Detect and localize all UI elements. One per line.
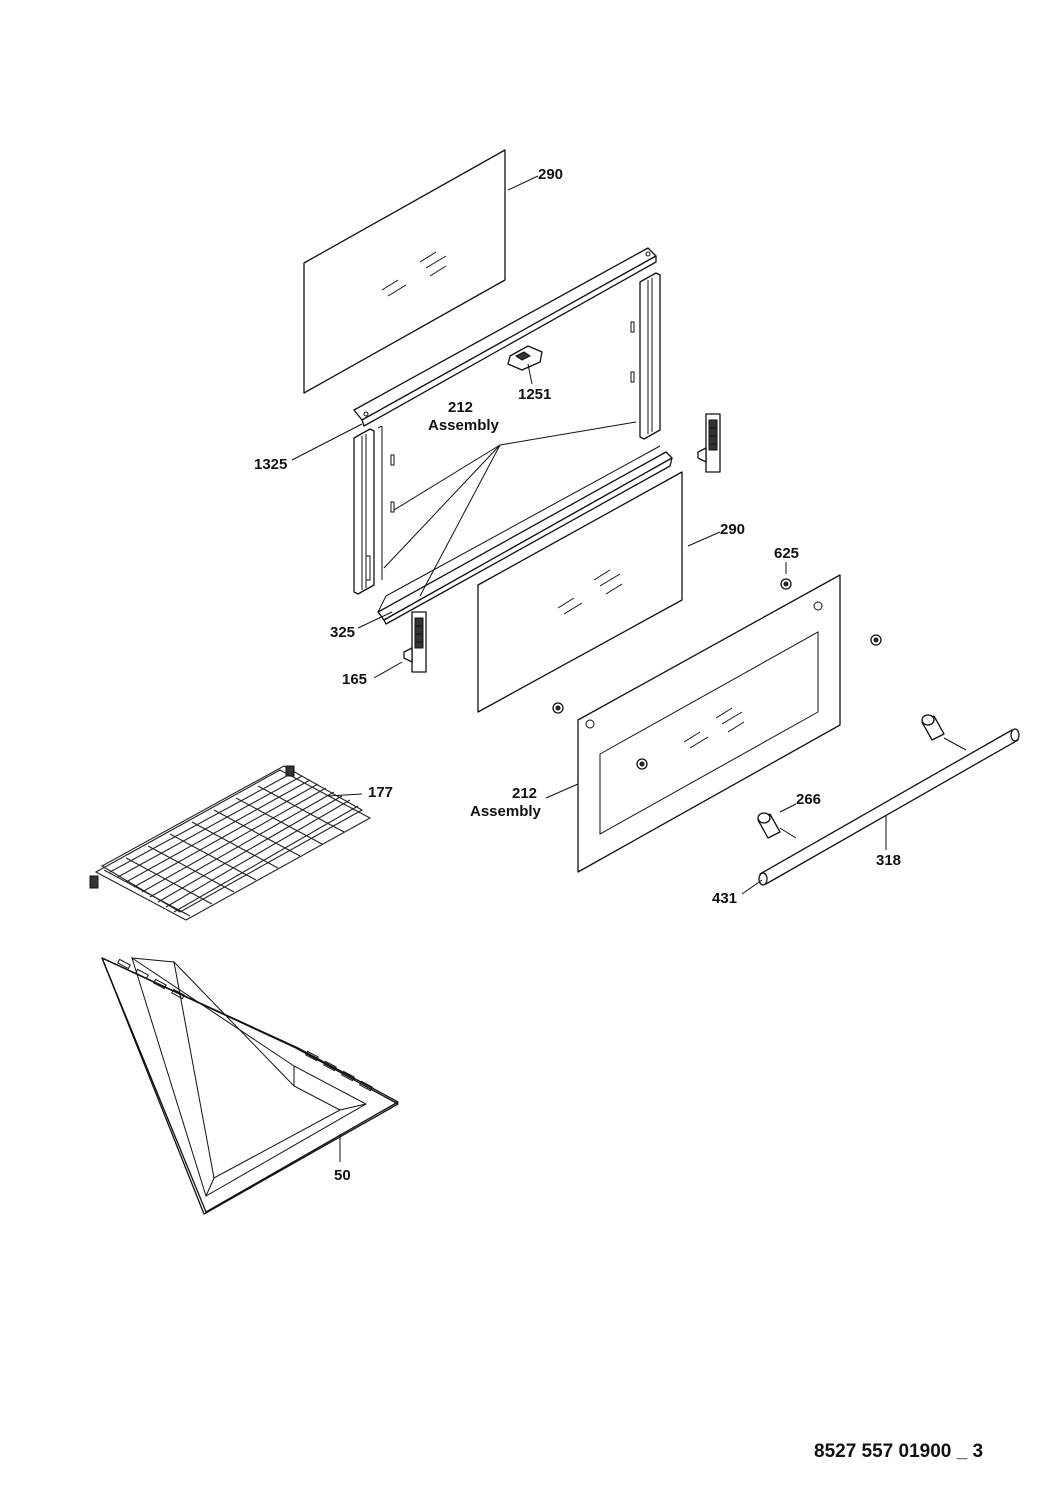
label-290-middle: 290 <box>720 521 745 538</box>
part-325-bottom-profile <box>377 445 673 625</box>
label-325: 325 <box>330 624 355 641</box>
label-212-top-word: Assembly <box>428 417 500 434</box>
part-165-hinge-right <box>697 413 721 473</box>
label-290-top: 290 <box>538 166 563 183</box>
part-1251-bracket <box>507 345 543 371</box>
leader-lines <box>291 175 967 1162</box>
part-labels: 290 1251 212 Assembly 1325 290 625 325 1… <box>254 166 901 1184</box>
part-318-handle <box>758 728 1020 886</box>
label-1251: 1251 <box>518 386 551 403</box>
label-1325: 1325 <box>254 456 287 473</box>
label-50: 50 <box>334 1167 351 1184</box>
part-165-hinge-left <box>403 611 427 673</box>
part-625-spacers <box>552 578 882 714</box>
label-431: 431 <box>712 890 737 907</box>
label-212-door-word: Assembly <box>470 803 542 820</box>
label-625: 625 <box>774 545 799 562</box>
part-50-tray <box>101 956 399 1215</box>
drawing-code: 8527 557 01900 _ 3 <box>814 1441 983 1462</box>
part-290-top-glass <box>303 149 506 394</box>
label-177: 177 <box>368 784 393 801</box>
part-1325-top-profile <box>353 247 657 427</box>
part-266-handle-supports <box>757 714 945 839</box>
part-290-middle-glass <box>477 471 683 713</box>
label-318: 318 <box>876 852 901 869</box>
part-212-left-channel <box>353 425 395 595</box>
part-212-door-front <box>577 574 841 873</box>
label-212-top-number: 212 <box>448 399 473 416</box>
label-212-door-number: 212 <box>512 785 537 802</box>
label-165: 165 <box>342 671 367 688</box>
part-212-right-channel <box>630 272 661 440</box>
part-177-wire-shelf <box>89 765 372 921</box>
label-266: 266 <box>796 791 821 808</box>
